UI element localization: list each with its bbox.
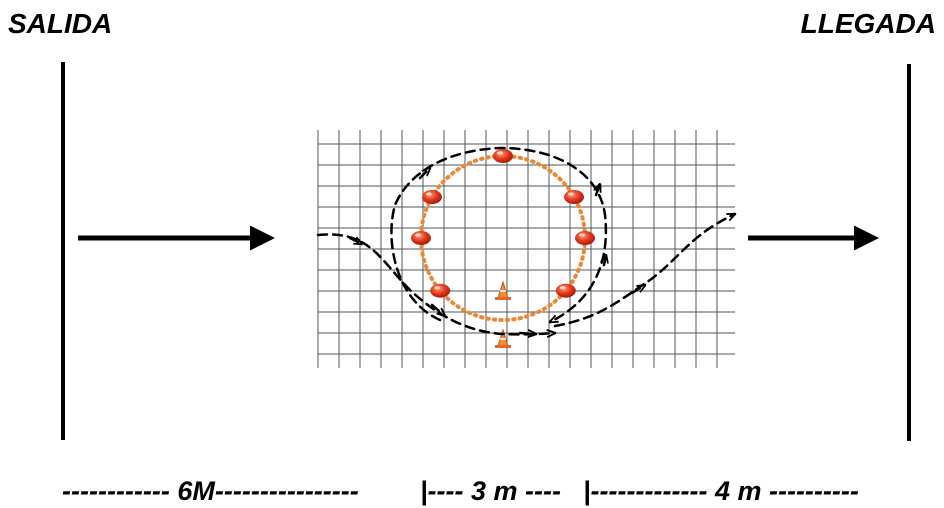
flat-marker-icon xyxy=(493,149,513,163)
route-exit xyxy=(553,214,735,328)
distance-3m: |---- 3 m ---- xyxy=(420,476,562,506)
flat-marker-icon xyxy=(575,231,595,245)
flat-marker-icon xyxy=(430,283,451,298)
start-label: SALIDA xyxy=(8,8,113,39)
marker-ring xyxy=(411,149,595,298)
flat-marker-icon xyxy=(422,190,442,204)
route-loop-arrow-4 xyxy=(604,255,606,267)
route-bottom-arrow xyxy=(518,333,538,334)
grid xyxy=(317,130,735,368)
route-exit-arrow xyxy=(630,285,645,295)
route-loop-arrow-2 xyxy=(418,168,430,180)
route-loop-arrow-1 xyxy=(430,303,445,316)
flat-marker-icon xyxy=(564,190,584,204)
distance-6m: ------------ 6M---------------- xyxy=(62,476,359,506)
route-loop-arrow-3 xyxy=(596,184,600,197)
route-entry-arrow xyxy=(348,238,362,244)
finish-label: LLEGADA xyxy=(800,8,936,39)
cone-icon xyxy=(495,328,511,348)
distance-4m: |------------- 4 m ---------- xyxy=(583,476,859,506)
route-loop xyxy=(390,146,608,322)
cone-icon xyxy=(495,280,511,300)
flat-marker-icon xyxy=(411,231,431,245)
flat-marker-icon xyxy=(555,283,576,298)
